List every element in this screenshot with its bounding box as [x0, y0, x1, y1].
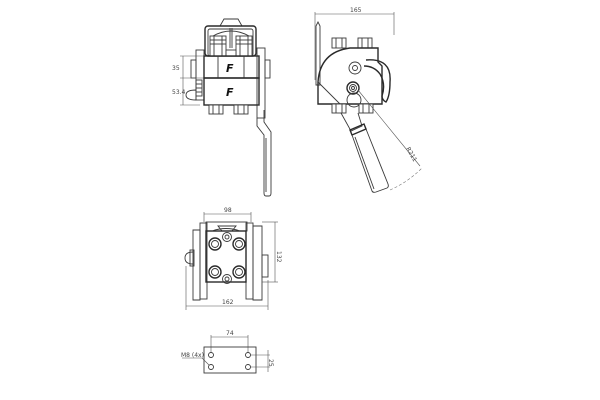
dim-hole-spacing-x: 74: [226, 330, 234, 337]
dim-upper-height: 35: [172, 65, 180, 72]
dim-inner-width: 98: [224, 207, 232, 214]
lever-view: 165 R211: [314, 7, 423, 193]
block-label-lower: F: [226, 86, 234, 99]
dim-lower-height: 53.4: [172, 89, 186, 96]
mounting-view: 74 25 M8 (4x): [181, 330, 274, 374]
dim-lever-radius: R211: [404, 146, 418, 163]
side-view: F F 35 53.4: [172, 18, 272, 197]
dim-hole-spacing-y: 25: [267, 359, 274, 367]
dim-height: 132: [275, 251, 282, 263]
block-label-upper: F: [226, 62, 234, 75]
dim-overall-width: 162: [222, 299, 234, 306]
front-view: 98 132: [184, 207, 282, 310]
dim-bolt-spec: M8 (4x): [181, 352, 204, 359]
dim-lever-width: 165: [350, 7, 362, 14]
